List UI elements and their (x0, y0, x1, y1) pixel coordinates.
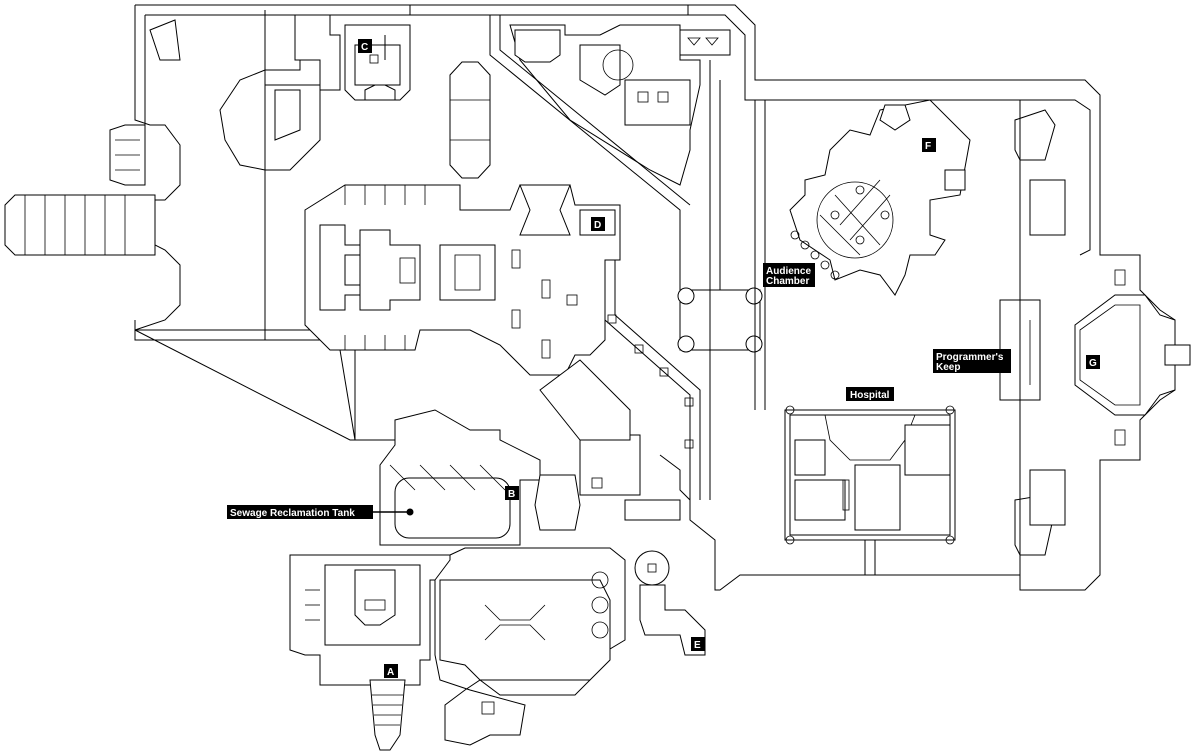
svg-text:B: B (508, 489, 515, 500)
central-block (304, 184, 621, 376)
audience-label-line1: Audience (766, 266, 811, 277)
marker-a: A (384, 664, 398, 678)
south-west-building (289, 554, 456, 751)
sewage-pointer-dot (406, 508, 414, 516)
audience-label-line2: Chamber (766, 276, 809, 287)
pill-rooms (449, 61, 491, 179)
svg-text:E: E (694, 640, 701, 651)
marker-d: D (591, 217, 605, 231)
hospital-label: Hospital (846, 387, 894, 401)
south-east-rooms (539, 359, 706, 656)
svg-text:D: D (594, 220, 601, 231)
audience-label: Audience Chamber (763, 263, 815, 287)
keep-label-line1: Programmer's (936, 352, 1004, 363)
hospital-building (784, 405, 956, 575)
marker-b: B (505, 486, 519, 500)
map-labels: Sewage Reclamation Tank Hospital Audienc… (227, 39, 1100, 678)
misc-walls (134, 100, 1021, 590)
outer-walls (134, 4, 1176, 591)
svg-text:C: C (361, 42, 368, 53)
keep-label: Programmer's Keep (933, 349, 1011, 373)
marker-c: C (358, 39, 372, 53)
north-west-rooms (149, 14, 411, 171)
west-gate (4, 124, 156, 256)
marker-e: E (691, 637, 705, 651)
keep-label-line2: Keep (936, 362, 960, 373)
north-center-building (509, 24, 731, 186)
sewage-label-text: Sewage Reclamation Tank (230, 508, 355, 519)
hospital-label-text: Hospital (850, 390, 890, 401)
svg-text:G: G (1089, 358, 1097, 369)
diagonal-corridors (489, 15, 701, 505)
marker-f: F (922, 138, 936, 152)
svg-text:F: F (925, 141, 931, 152)
svg-text:A: A (387, 667, 394, 678)
audience-chamber (789, 99, 971, 296)
central-bridge (677, 60, 763, 500)
sewage-tank (379, 409, 581, 546)
programmers-keep (999, 109, 1191, 556)
marker-g: G (1086, 355, 1100, 369)
south-center-building (434, 547, 626, 746)
sewage-label: Sewage Reclamation Tank (227, 505, 414, 519)
